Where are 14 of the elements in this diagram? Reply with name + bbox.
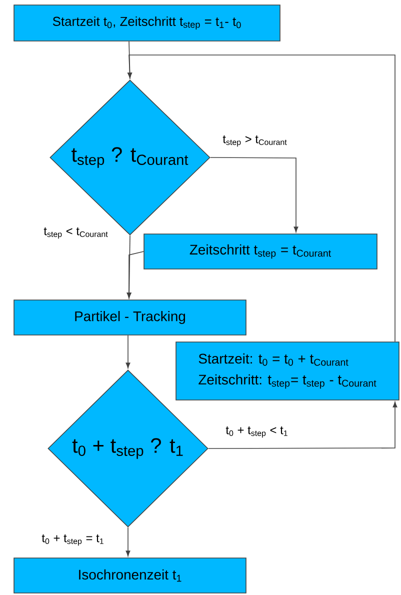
- edge-label: t$_{0}$ + t$_{step}$ = t$_{1}$: [40, 533, 106, 547]
- process-box: Startzeit t$_{0}$, Zeitschritt t$_{step}$ = t$_{1}$- t$_{0}$: [14, 4, 280, 42]
- arrow: [128, 54, 396, 342]
- arrow: [210, 157, 298, 232]
- process-box: Partikel - Tracking: [14, 300, 246, 336]
- edge-label: t$_{step}$ > t$_{Courant}$: [222, 134, 288, 148]
- arrow: [126, 527, 130, 556]
- arrow: [208, 402, 398, 449]
- arrow: [126, 251, 144, 298]
- process-box: Startzeit: t$_{0}$ = t$_{0}$ + t$_{Courant}$ Zeitschritt: t$_{step}$= t$_{step}$ - t$_{Courant}$: [176, 342, 400, 400]
- process-box: Isochronenzeit t$_{1}$: [14, 558, 246, 594]
- edge-label: t$_{0}$ + t$_{step}$ < t$_{1}$: [224, 425, 290, 439]
- process-box: Zeitschritt t$_{step}$ = t$_{Courant}$: [144, 234, 378, 270]
- arrow: [126, 335, 130, 368]
